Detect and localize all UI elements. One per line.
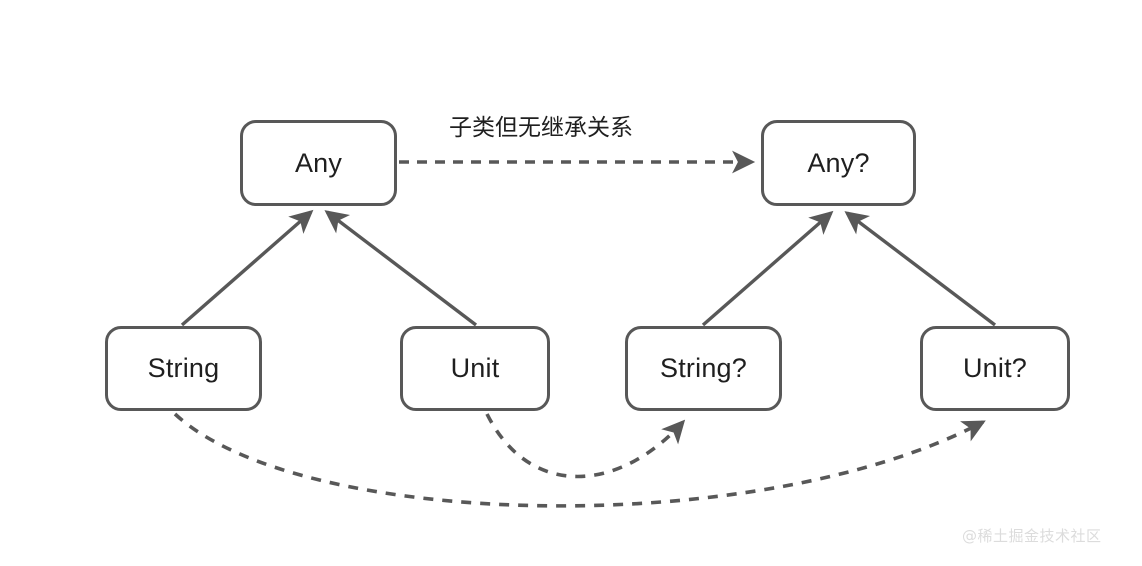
edge-string-opt-to-any-opt (701, 210, 834, 327)
node-unit-optional[interactable]: Unit? (920, 326, 1070, 411)
edge-unit-to-string-opt (485, 413, 686, 479)
node-any[interactable]: Any (240, 120, 397, 206)
node-string[interactable]: String (105, 326, 262, 411)
node-string-optional-label: String? (660, 353, 747, 383)
node-any-optional[interactable]: Any? (761, 120, 916, 206)
node-string-optional[interactable]: String? (625, 326, 782, 411)
node-any-label: Any (294, 147, 343, 178)
node-any-optional-label: Any? (807, 147, 870, 178)
node-unit-label: Unit (450, 353, 500, 383)
edge-string-to-unit-opt (173, 412, 986, 508)
edge-unit-to-any (324, 210, 478, 327)
watermark: @稀土掘金技术社区 (962, 527, 1102, 545)
node-unit[interactable]: Unit (400, 326, 550, 411)
edge-unit-opt-to-any-opt (844, 211, 997, 327)
node-unit-optional-label: Unit? (962, 353, 1028, 383)
edge-string-to-any (180, 209, 314, 327)
edge-label-subtype-no-inheritance: 子类但无继承关系 (449, 115, 633, 141)
node-string-label: String (147, 353, 220, 383)
